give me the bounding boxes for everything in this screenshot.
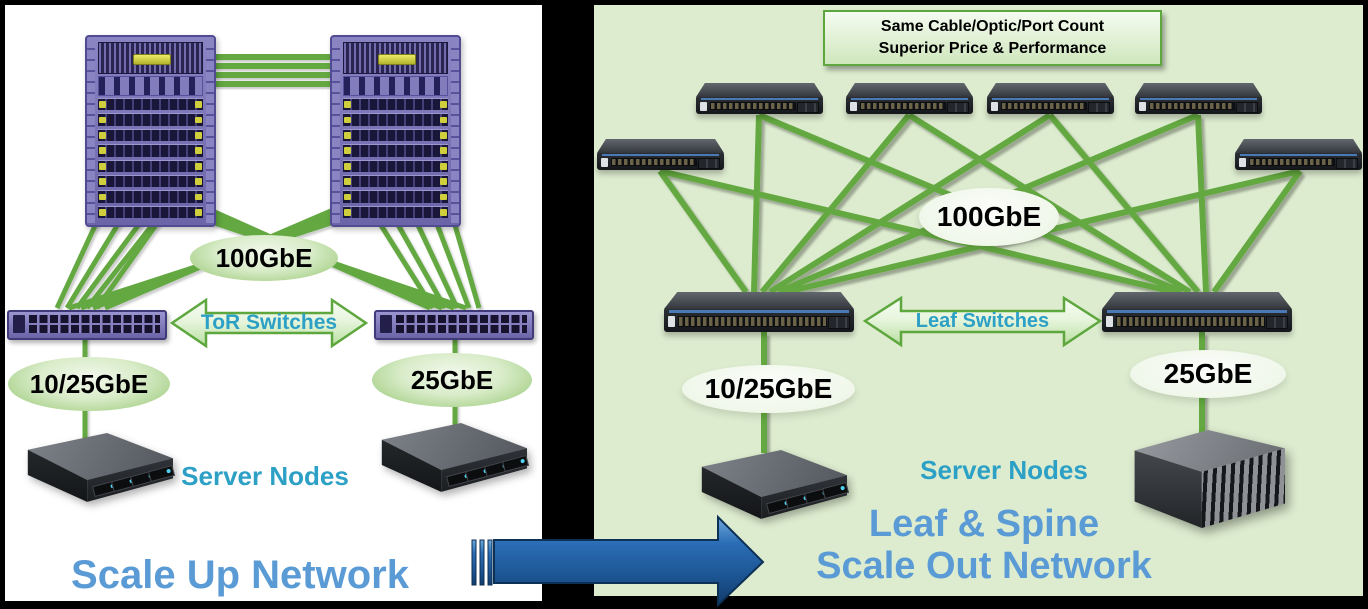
- spine-switch-3: [987, 83, 1114, 114]
- spine-switch-1: [696, 83, 823, 114]
- leaf-switches-arrow: Leaf Switches: [862, 294, 1103, 349]
- tor-arrow-label: ToR Switches: [200, 311, 338, 334]
- server-node-left: [8, 433, 175, 517]
- link-speed-badge-25gbe: 25GbE: [372, 353, 532, 407]
- spine-switch-left: [597, 139, 724, 170]
- core-chassis-switch-right: [330, 35, 461, 227]
- leaf-switch-right: [1102, 292, 1292, 332]
- link-speed-badge-10-25gbe: 10/25GbE: [682, 365, 855, 413]
- spine-switch-right: [1235, 139, 1362, 170]
- supervisor-module: [343, 76, 448, 96]
- spine-switch-4: [1135, 83, 1262, 114]
- value-proposition-banner: Same Cable/Optic/Port Count Superior Pri…: [823, 10, 1162, 66]
- vendor-logo: [132, 54, 171, 65]
- mgmt-ports: [380, 315, 392, 333]
- line-cards: [343, 98, 448, 218]
- leaf-arrow-label: Leaf Switches: [915, 310, 1050, 332]
- banner-line2: Superior Price & Performance: [878, 40, 1107, 57]
- double-arrow-icon: [169, 297, 369, 349]
- link-speed-label: 10/25GbE: [704, 373, 833, 404]
- link-speed-badge-25gbe: 25GbE: [1130, 350, 1286, 398]
- server-node-right: [362, 423, 529, 507]
- tor-switches-arrow: ToR Switches: [169, 296, 369, 350]
- link-speed-label: 10/25GbE: [29, 368, 149, 399]
- supervisor-module: [98, 76, 203, 96]
- tor-switch-left: [7, 310, 167, 340]
- link-speed-badge-100gbe: 100GbE: [919, 188, 1059, 246]
- line-cards: [98, 98, 203, 218]
- scale-out-title-line2: Scale Out Network: [816, 545, 1152, 587]
- link-speed-label: 100GbE: [215, 242, 313, 273]
- mgmt-ports: [13, 315, 25, 333]
- leaf-switch-left: [664, 292, 854, 332]
- server-nodes-label: Server Nodes: [181, 461, 349, 491]
- link-speed-label: 25GbE: [410, 364, 494, 395]
- core-chassis-switch-left: [85, 35, 216, 227]
- server-nodes-label: Server Nodes: [920, 455, 1088, 485]
- transition-arrow: [471, 514, 765, 608]
- link-speed-label: 25GbE: [1163, 358, 1253, 389]
- double-arrow-icon: [862, 295, 1103, 348]
- vendor-logo: [377, 54, 416, 65]
- spine-switch-2: [846, 83, 973, 114]
- link-speed-label: 100GbE: [936, 201, 1042, 232]
- tor-switch-right: [374, 310, 534, 340]
- scale-up-title: Scale Up Network: [71, 553, 409, 597]
- server-node-rack: [682, 450, 849, 534]
- banner-line1: Same Cable/Optic/Port Count: [880, 17, 1105, 35]
- server-node-tower: [1125, 428, 1285, 530]
- link-speed-badge-10-25gbe: 10/25GbE: [8, 357, 170, 411]
- link-speed-badge-100gbe: 100GbE: [190, 235, 338, 281]
- scale-out-title-line1: Leaf & Spine: [868, 503, 1100, 545]
